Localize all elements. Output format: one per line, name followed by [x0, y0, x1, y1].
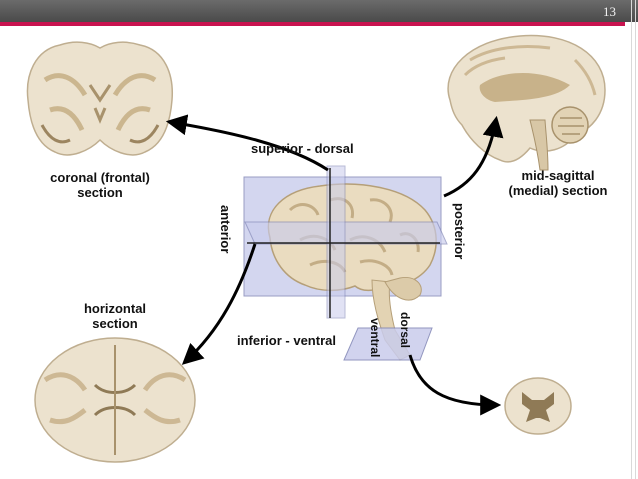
horizontal-label-line1: horizontal: [83, 301, 147, 316]
slide-header-bar: [0, 0, 638, 22]
spinal-cord-section-image: [504, 377, 572, 435]
arrows: [165, 114, 504, 416]
plane-overlays: [244, 165, 448, 361]
cord-dorsal-label: dorsal: [398, 312, 412, 349]
posterior-label: posterior: [452, 203, 467, 260]
horizontal-label-line2: section: [92, 316, 138, 331]
spinal-plane: [343, 327, 433, 361]
coronal-label-line2: section: [77, 185, 123, 200]
arrow-to-horizontal: [181, 243, 257, 365]
coronal-section-label: coronal (frontal) section: [40, 170, 160, 200]
sagittal-label-line2: (medial) section: [508, 183, 608, 198]
slide-edge-decoration: [626, 0, 638, 479]
arrow-to-coronal: [165, 114, 329, 172]
anterior-label: anterior: [218, 205, 233, 254]
slide-number: 13: [603, 4, 616, 19]
coronal-section-image: [26, 41, 174, 156]
inferior-ventral-label: inferior - ventral: [237, 333, 336, 348]
coronal-label-line1: coronal (frontal): [50, 170, 150, 185]
horizontal-section-image: [34, 337, 196, 463]
sagittal-label-line1: mid-sagittal: [521, 168, 595, 183]
arrow-to-sagittal: [443, 115, 504, 198]
header-accent-stripe: [0, 22, 625, 26]
arrow-to-spinal-cord: [408, 354, 502, 416]
sagittal-section-image: [447, 34, 606, 171]
horizontal-plane: [244, 221, 448, 245]
cord-ventral-label: ventral: [368, 318, 382, 358]
superior-dorsal-label: superior - dorsal: [251, 141, 354, 156]
sagittal-section-label: mid-sagittal (medial) section: [488, 168, 628, 198]
sagittal-plane: [326, 165, 346, 319]
horizontal-section-label: horizontal section: [70, 301, 160, 331]
